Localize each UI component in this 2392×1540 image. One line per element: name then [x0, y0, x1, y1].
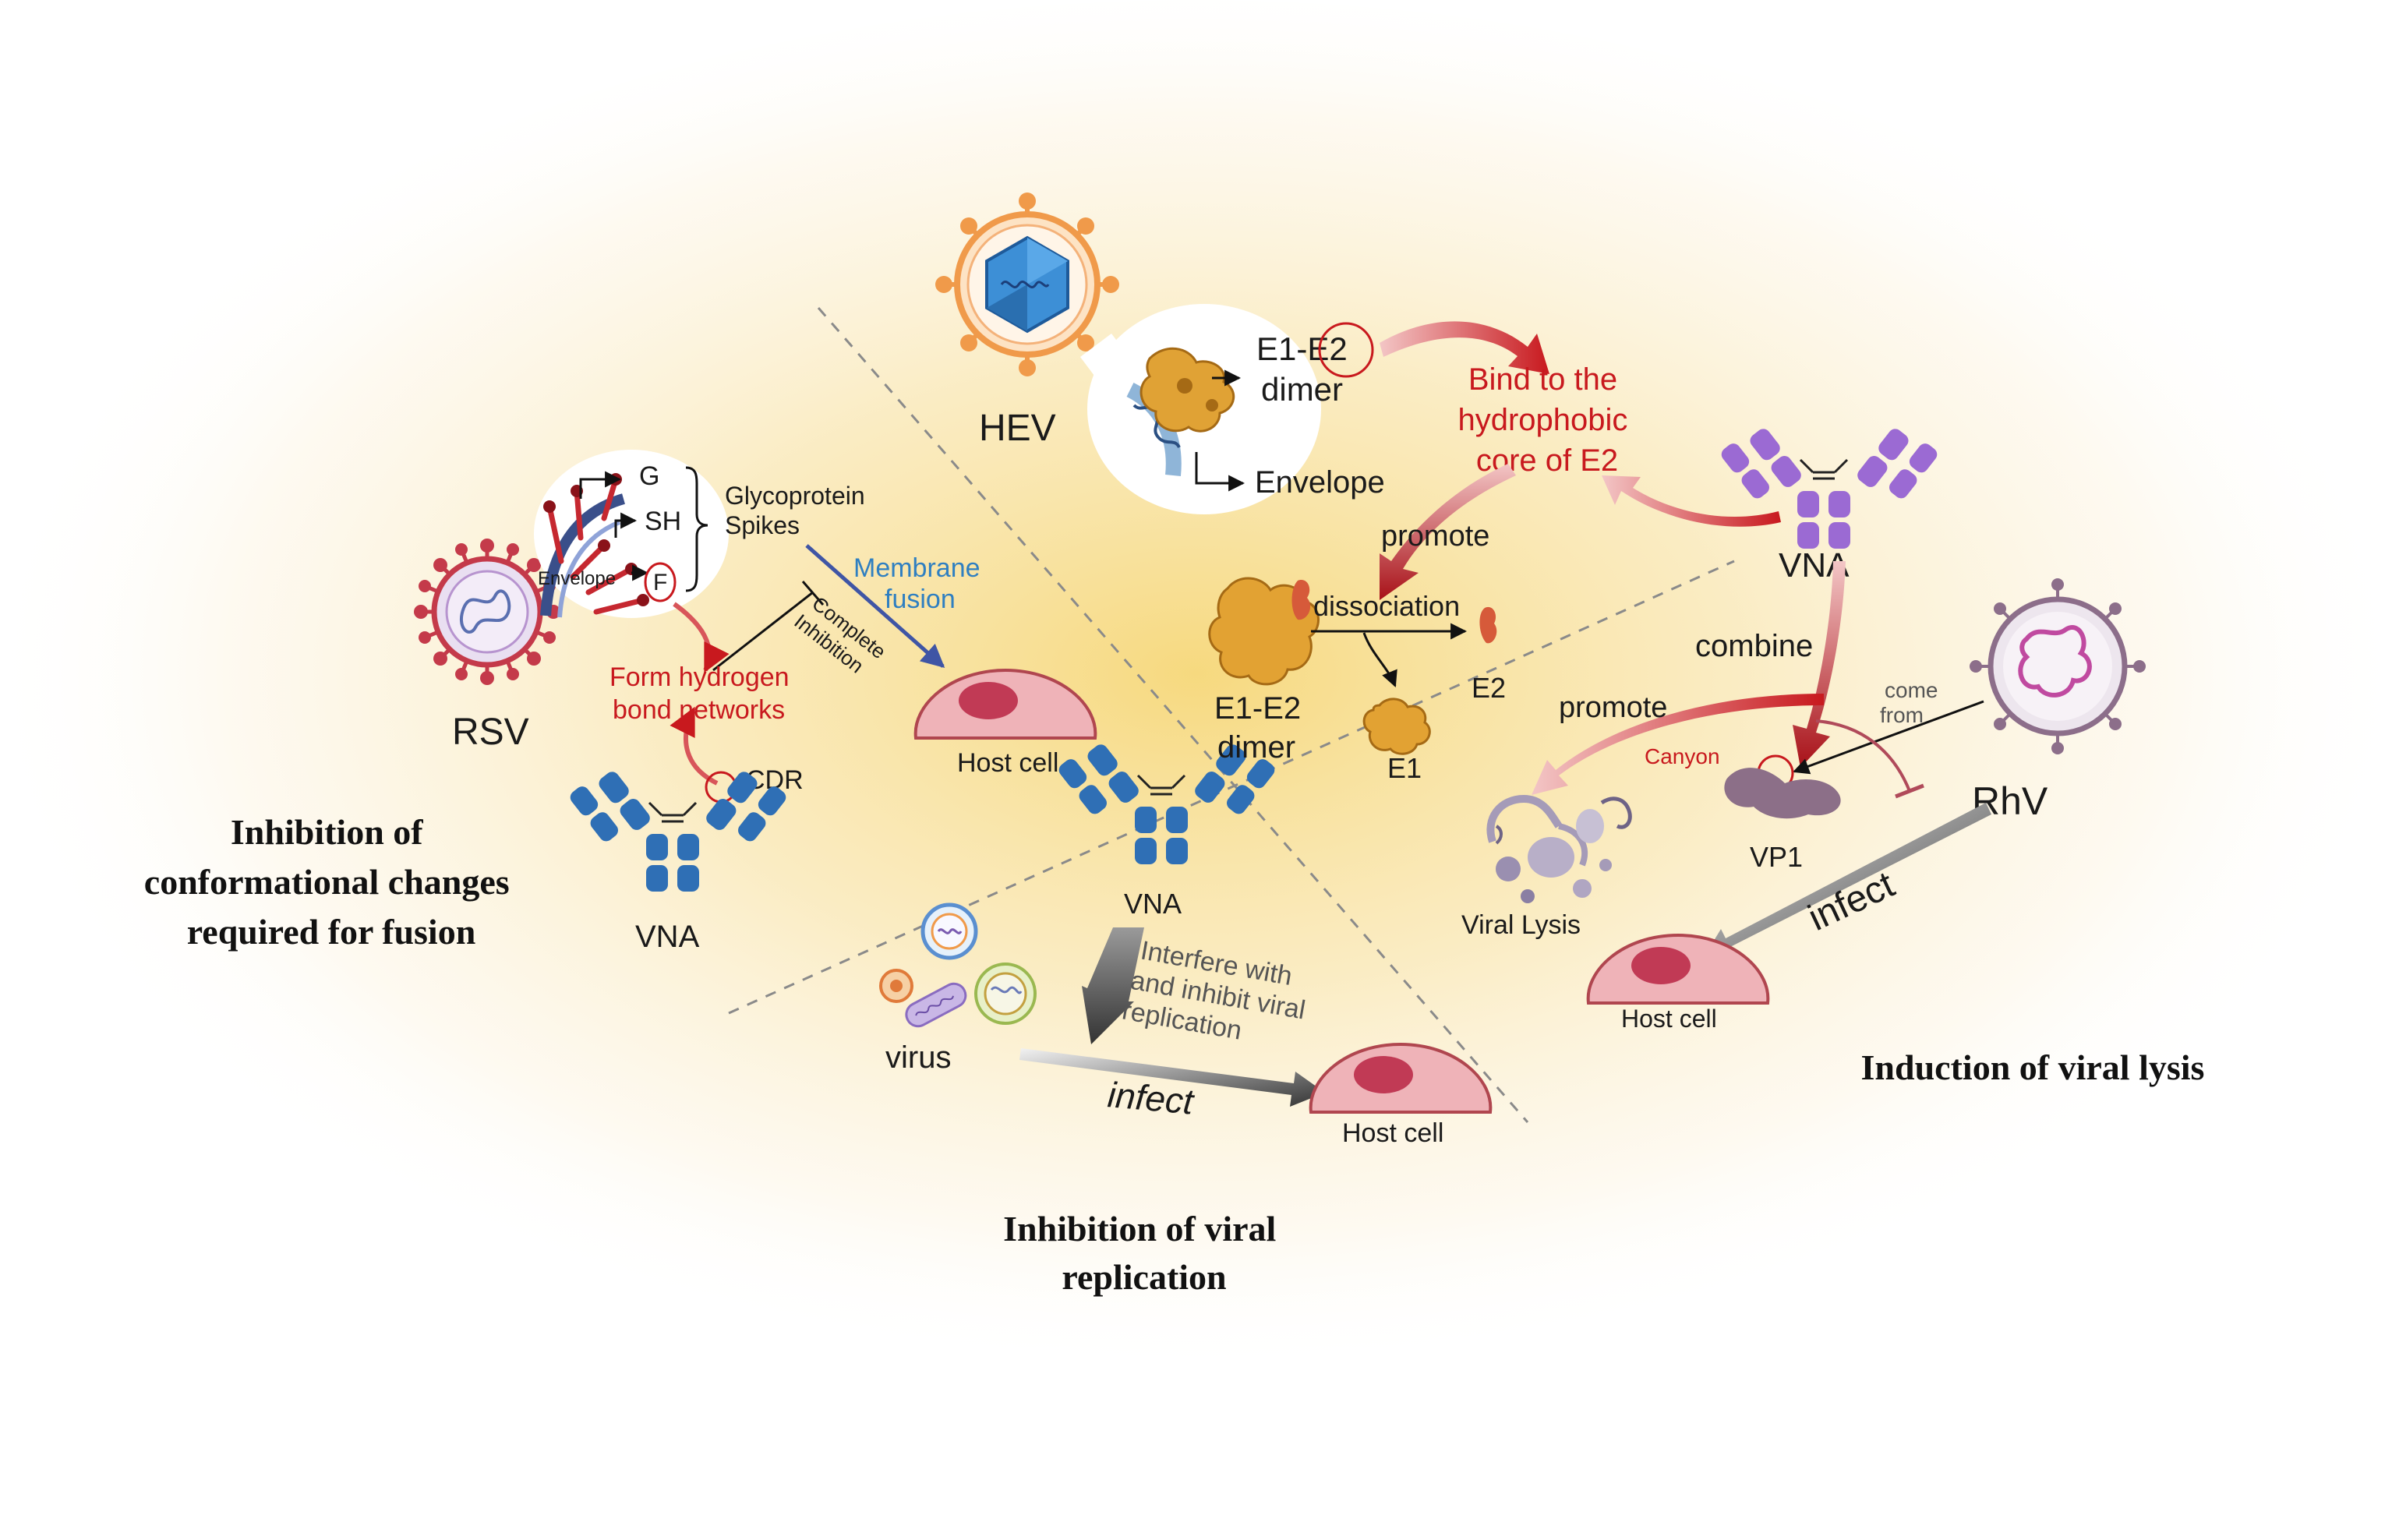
promote-arrow — [1380, 464, 1516, 600]
rhv-virus-icon — [1970, 578, 2146, 754]
replication-host-cell-label: Host cell — [1342, 1118, 1443, 1148]
glycoprotein-line-1: Glycoprotein — [725, 482, 865, 510]
protein-f-label: F — [653, 570, 667, 595]
fusion-title-line-3: required for fusion — [187, 912, 476, 952]
dimer-top-line-2: dimer — [1261, 371, 1343, 408]
hev-pointers — [1195, 369, 1245, 492]
bind-line-2: hydrophobic — [1457, 403, 1627, 437]
rsv-protein-pointers — [579, 471, 649, 581]
lysis-promote-label: promote — [1559, 691, 1667, 724]
background-glow — [0, 0, 2392, 1403]
membrane-fusion-line-1: Membrane — [853, 553, 980, 583]
rsv-label: RSV — [452, 712, 529, 753]
lysis-section-title: Induction of viral lysis — [1861, 1047, 2205, 1087]
dimer-bottom-line-2: dimer — [1217, 730, 1295, 765]
replication-infect-label: infect — [1106, 1074, 1196, 1122]
e2-label: E2 — [1472, 672, 1506, 704]
rsv-envelope-zoom — [534, 450, 729, 618]
hev-envelope-label: Envelope — [1255, 465, 1385, 500]
bind-line-1: Bind to the — [1468, 362, 1617, 397]
replication-title-line-1: Inhibition of viral — [1003, 1209, 1276, 1249]
hev-label: HEV — [979, 408, 1056, 449]
rsv-virus-icon — [414, 539, 560, 685]
f-protein-highlight — [644, 562, 677, 602]
virus-group-icon — [879, 902, 1037, 1028]
lysis-infect-arrow — [1699, 803, 1991, 965]
hydrogen-line-2: bond networks — [613, 695, 785, 725]
protein-g-label: G — [639, 461, 659, 491]
viral-lysis-label: Viral Lysis — [1461, 910, 1581, 940]
replication-inhibit-arrow — [1082, 927, 1144, 1044]
hev-virus-icon — [935, 192, 1119, 376]
canyon-label: Canyon — [1645, 744, 1720, 768]
dissociation-branch-arrow — [1362, 632, 1397, 687]
dimer-top-line-1: E1-E2 — [1256, 330, 1348, 367]
dimer-bottom-line-1: E1-E2 — [1214, 691, 1301, 726]
e1-e2-dimer-icon — [1208, 577, 1320, 686]
membrane-fusion-line-2: fusion — [885, 585, 956, 614]
membrane-fusion-label: Membrane fusion — [853, 553, 988, 614]
dissociation-label: dissociation — [1313, 590, 1460, 622]
replication-section-title: Inhibition of viral replication — [1003, 1209, 1285, 1297]
e1-icon — [1362, 698, 1431, 755]
lysis-host-cell-label: Host cell — [1621, 1005, 1717, 1033]
vp1-protein-icon — [1724, 768, 1841, 819]
come-from-arrow — [1793, 700, 1984, 775]
bind-arrow — [1380, 321, 1549, 374]
e2-highlight — [1318, 322, 1374, 378]
dimer-top-label: E1-E2 dimer — [1256, 330, 1356, 408]
combine-arrow — [1793, 561, 1846, 768]
lysis-promote-arrow — [1532, 694, 1824, 795]
vna-to-e2-arrow — [1602, 475, 1781, 527]
e2-icon — [1479, 606, 1497, 644]
hev-envelope-zoom — [1080, 304, 1321, 514]
dimer-bottom-label: E1-E2 dimer — [1214, 691, 1309, 765]
f-to-hydrogen-arrow — [673, 602, 730, 673]
virus-label: virus — [885, 1040, 951, 1075]
bind-label: Bind to the hydrophobic core of E2 — [1457, 362, 1636, 478]
come-from-line-2: from — [1880, 703, 1924, 727]
fusion-host-cell-label: Host cell — [957, 748, 1058, 778]
viral-lysis-icon — [1486, 794, 1632, 903]
hydrogen-line-1: Form hydrogen — [609, 662, 790, 692]
rsv-envelope-label: Envelope — [538, 568, 616, 589]
come-from-label: come from — [1880, 678, 1944, 727]
cdr-to-hydrogen-arrow — [670, 706, 719, 786]
hev-promote-label: promote — [1381, 520, 1489, 553]
glycoprotein-brace — [685, 466, 708, 592]
fusion-title-line-2: conformational changes — [144, 862, 510, 902]
fusion-section-title: Inhibition of conformational changes req… — [144, 812, 518, 952]
come-from-line-1: come — [1885, 678, 1938, 702]
protein-sh-label: SH — [645, 507, 681, 536]
vp1-label: VP1 — [1750, 841, 1803, 873]
fusion-title-line-1: Inhibition of — [231, 812, 423, 852]
combine-label: combine — [1695, 629, 1813, 663]
complete-inhibition-marker — [712, 581, 825, 672]
vp1-inhibit-marker — [1815, 719, 1924, 799]
e1-label: E1 — [1387, 752, 1422, 784]
membrane-fusion-arrow — [805, 544, 945, 668]
glycoprotein-line-2: Spikes — [725, 511, 800, 539]
replication-vna-label: VNA — [1124, 888, 1182, 920]
hydrogen-bond-label: Form hydrogen bond networks — [609, 662, 797, 725]
fusion-vna-label: VNA — [635, 920, 700, 954]
section-dividers — [728, 307, 1735, 1123]
replication-infect-arrow — [1019, 1048, 1325, 1107]
replication-title-line-2: replication — [1062, 1257, 1226, 1297]
glycoprotein-label: Glycoprotein Spikes — [725, 482, 872, 539]
